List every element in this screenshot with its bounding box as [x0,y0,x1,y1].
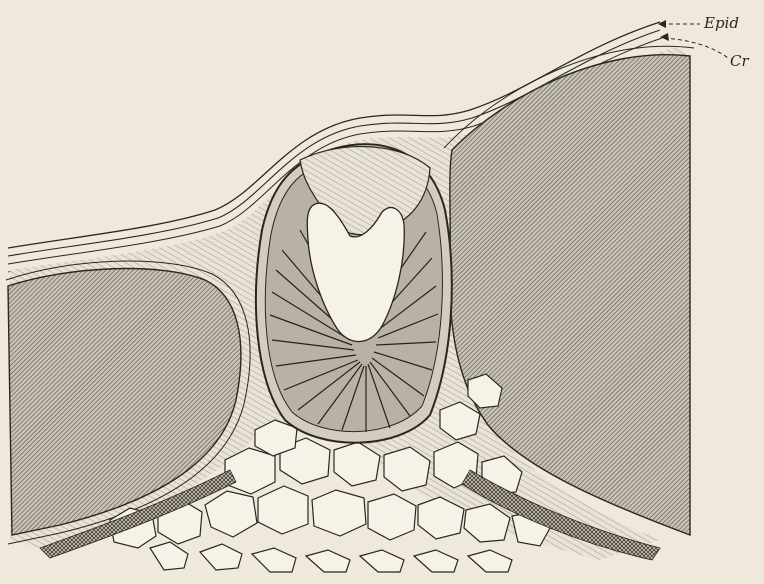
label-epid: Epid [703,14,739,32]
label-cr: Cr [730,52,749,70]
